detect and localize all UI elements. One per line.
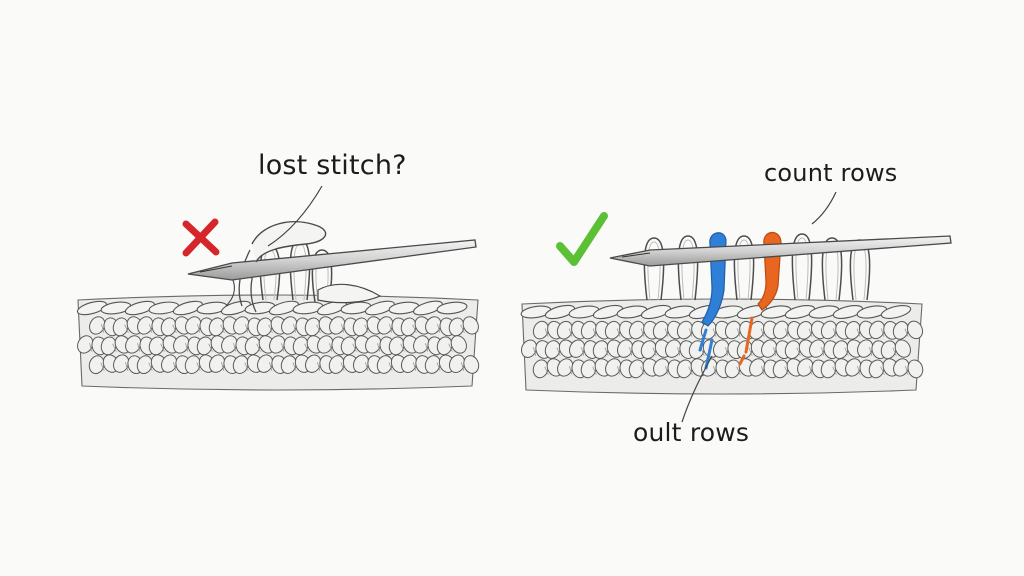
needle-right (609, 235, 952, 267)
needle-left (187, 239, 477, 281)
right-panel (520, 191, 952, 423)
cross-mark-icon (182, 218, 220, 257)
leader-line-oult (681, 355, 713, 423)
oult-rows-label: oult rows (633, 418, 750, 447)
leader-line-lost (267, 185, 323, 247)
wrong-panel (76, 185, 480, 391)
leader-line-count (811, 191, 837, 225)
check-mark-icon (556, 212, 608, 266)
dropped-stitch-loop (251, 220, 382, 304)
lost-stitch-label: lost stitch? (258, 150, 407, 181)
count-rows-label: count rows (764, 159, 898, 187)
knitted-swatch-right (520, 298, 924, 395)
knitted-swatch-left (76, 294, 480, 391)
